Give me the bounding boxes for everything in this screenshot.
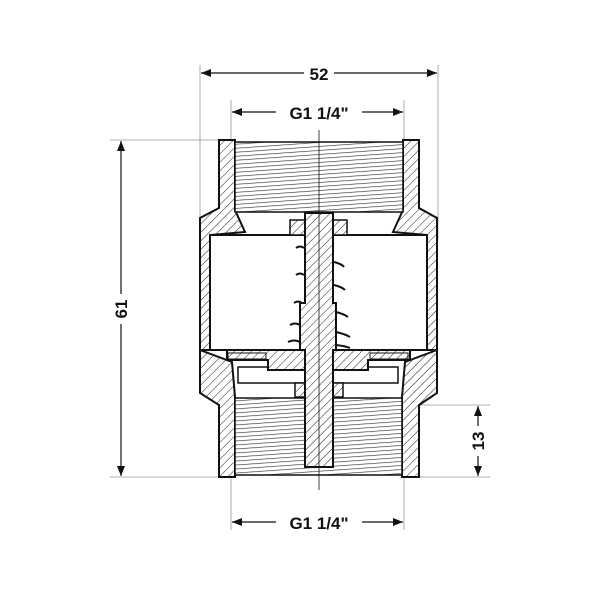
extension-lines (110, 65, 490, 530)
dimension-thread-top: G1 1/4" (289, 104, 348, 123)
dimension-overall-height: 61 (112, 300, 131, 319)
dimension-overall-width: 52 (310, 65, 329, 84)
valve-stem (299, 212, 337, 468)
valve-body (199, 139, 438, 478)
stem-guide (332, 219, 348, 236)
dimension-thread-bottom: G1 1/4" (289, 514, 348, 533)
dimension-thread-length: 13 (469, 432, 488, 451)
disc-seal (227, 352, 267, 360)
stem-guide (289, 219, 306, 236)
disc-seal (369, 352, 409, 360)
spring (287, 245, 351, 349)
